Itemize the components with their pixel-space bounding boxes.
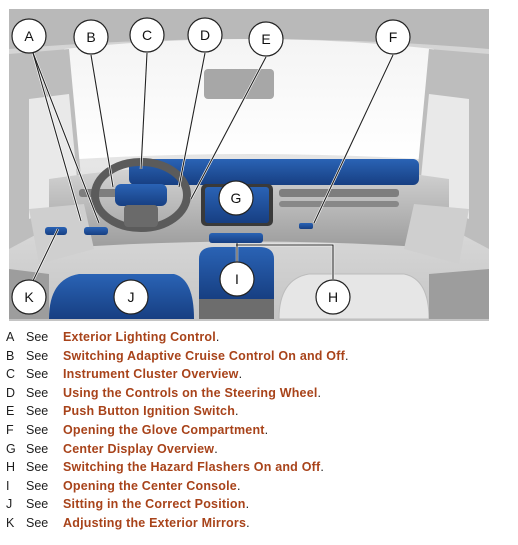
legend-see: See <box>26 385 49 400</box>
legend-letter: F <box>6 422 14 437</box>
legend-row-h: H See Switching the Hazard Flashers On a… <box>0 460 518 479</box>
link-sitting-position[interactable]: Sitting in the Correct Position <box>63 497 246 512</box>
callout-legend: A See Exterior Lighting Control. B See S… <box>0 330 518 535</box>
callout-g-letter: G <box>231 190 242 206</box>
link-exterior-lighting-control[interactable]: Exterior Lighting Control <box>63 330 216 344</box>
callout-k-letter: K <box>24 289 34 305</box>
callout-b-letter: B <box>86 29 95 45</box>
callout-k: K <box>11 279 47 315</box>
legend-see: See <box>26 330 49 344</box>
legend-row-f: F See Opening the Glove Compartment. <box>0 423 518 442</box>
callout-e-letter: E <box>261 31 270 47</box>
callout-a-letter: A <box>24 28 34 44</box>
legend-see: See <box>26 460 49 475</box>
legend-row-k: K See Adjusting the Exterior Mirrors. <box>0 516 518 535</box>
legend-see: See <box>26 478 49 493</box>
callout-c-letter: C <box>142 27 152 43</box>
legend-row-i: I See Opening the Center Console. <box>0 479 518 498</box>
link-steering-wheel-controls[interactable]: Using the Controls on the Steering Wheel <box>63 385 318 400</box>
legend-row-g: G See Center Display Overview. <box>0 442 518 461</box>
link-hazard-flashers[interactable]: Switching the Hazard Flashers On and Off <box>63 460 321 475</box>
legend-letter: G <box>6 441 16 456</box>
callout-g: G <box>218 180 254 216</box>
leader-lines-core <box>30 52 394 286</box>
callout-h-letter: H <box>328 289 338 305</box>
legend-letter: K <box>6 515 15 530</box>
legend-see: See <box>26 367 49 382</box>
callout-h: H <box>315 279 351 315</box>
hazard-button-highlight <box>209 233 263 243</box>
vehicle-interior-illustration: A B C D E F G H <box>9 9 489 321</box>
legend-see: See <box>26 497 49 512</box>
callout-a: A <box>11 18 47 54</box>
callout-b: B <box>73 19 109 55</box>
legend-row-d: D See Using the Controls on the Steering… <box>0 386 518 405</box>
callout-i-letter: I <box>235 271 239 287</box>
link-glove-compartment[interactable]: Opening the Glove Compartment <box>63 422 265 437</box>
legend-see: See <box>26 515 49 530</box>
callout-i: I <box>219 261 255 297</box>
link-center-display-overview[interactable]: Center Display Overview <box>63 441 215 456</box>
legend-letter: I <box>6 478 10 493</box>
legend-row-a: A See Exterior Lighting Control. <box>0 330 518 349</box>
link-exterior-mirrors[interactable]: Adjusting the Exterior Mirrors <box>63 515 247 530</box>
legend-letter: H <box>6 460 16 475</box>
legend-see: See <box>26 422 49 437</box>
callout-f-letter: F <box>389 29 398 45</box>
callout-j-letter: J <box>128 289 135 305</box>
legend-letter: D <box>6 385 16 400</box>
legend-row-e: E See Push Button Ignition Switch. <box>0 404 518 423</box>
callout-markers: A B C D E F G H <box>11 17 411 315</box>
right-door-panel <box>299 204 469 264</box>
link-instrument-cluster-overview[interactable]: Instrument Cluster Overview <box>63 367 239 382</box>
legend-row-j: J See Sitting in the Correct Position. <box>0 497 518 516</box>
callout-e: E <box>248 21 284 57</box>
legend-see: See <box>26 441 49 456</box>
legend-see: See <box>26 348 49 363</box>
link-center-console[interactable]: Opening the Center Console <box>63 478 237 493</box>
legend-letter: B <box>6 348 15 363</box>
legend-letter: J <box>6 497 13 512</box>
legend-see: See <box>26 404 49 419</box>
legend-row-c: C See Instrument Cluster Overview. <box>0 367 518 386</box>
left-door-panel <box>29 204 108 264</box>
callout-f: F <box>375 19 411 55</box>
callout-d-letter: D <box>200 27 210 43</box>
callout-d: D <box>187 17 223 53</box>
legend-row-b: B See Switching Adaptive Cruise Control … <box>0 349 518 368</box>
link-push-button-ignition[interactable]: Push Button Ignition Switch <box>63 404 236 419</box>
legend-letter: C <box>6 367 16 382</box>
legend-letter: A <box>6 330 15 344</box>
callout-j: J <box>113 279 149 315</box>
callout-c: C <box>129 17 165 53</box>
legend-letter: E <box>6 404 15 419</box>
link-adaptive-cruise-control[interactable]: Switching Adaptive Cruise Control On and… <box>63 348 345 363</box>
